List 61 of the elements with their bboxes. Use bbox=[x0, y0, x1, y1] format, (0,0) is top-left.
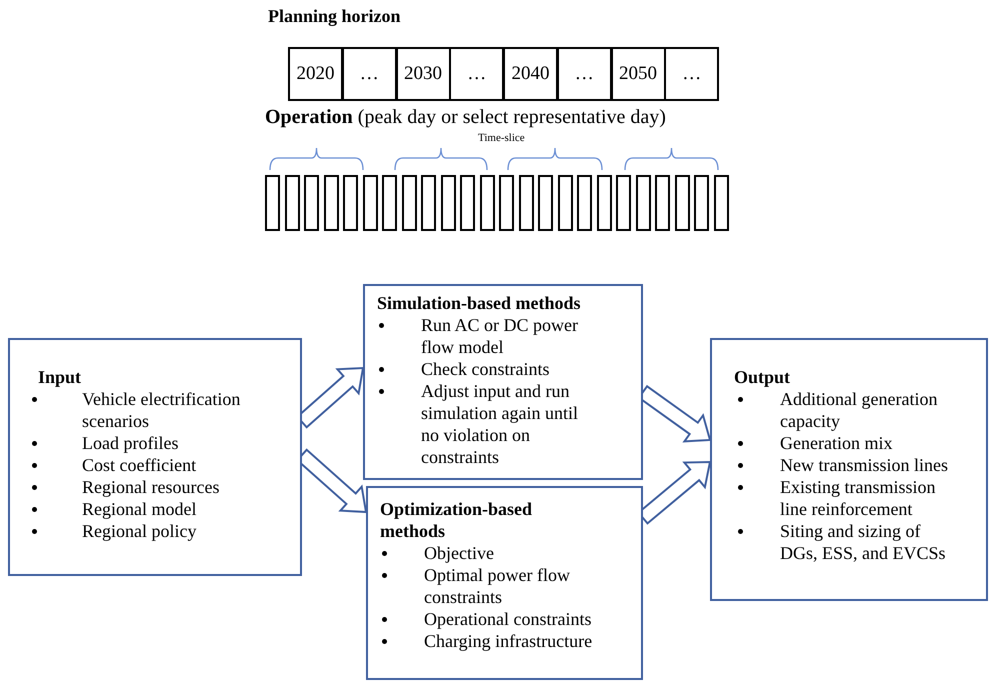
time-slice-box bbox=[421, 175, 436, 231]
bullet-item: Load profiles bbox=[82, 432, 282, 454]
time-slice-box bbox=[324, 175, 338, 231]
year-cell: 2020 bbox=[288, 47, 343, 101]
time-slice-box bbox=[538, 175, 553, 231]
box-heading: Output bbox=[734, 366, 792, 388]
time-slice-box bbox=[343, 175, 358, 231]
bullet-item: Check constraints bbox=[421, 358, 589, 380]
time-slice-box bbox=[402, 175, 416, 231]
year-cell: … bbox=[342, 47, 397, 101]
bullet-item: Cost coefficient bbox=[82, 454, 282, 476]
bullet-item: New transmission lines bbox=[780, 454, 962, 476]
bullet-item: Objective bbox=[424, 542, 604, 564]
year-cell: … bbox=[556, 47, 612, 101]
time-slice-box bbox=[655, 175, 670, 231]
time-slice-box bbox=[265, 175, 280, 231]
output-panel bbox=[710, 338, 988, 601]
time-slice-box bbox=[636, 175, 650, 231]
time-slice-box bbox=[596, 175, 612, 231]
optimization-panel bbox=[366, 486, 643, 680]
bullet-item: Regional resources bbox=[82, 476, 282, 498]
bullet-item: Regional policy bbox=[82, 520, 282, 542]
box-heading: Input bbox=[38, 366, 82, 388]
simulation-panel bbox=[363, 284, 643, 480]
year-cell: 2050 bbox=[610, 47, 666, 101]
bullet-item: Existing transmission line reinforcement bbox=[780, 476, 962, 520]
bullet-item: Generation mix bbox=[780, 432, 962, 454]
bullet-item: Additional generation capacity bbox=[780, 388, 962, 432]
bullet-item: Vehicle electrification scenarios bbox=[82, 388, 282, 432]
box-heading: Simulation-based methods bbox=[377, 292, 582, 314]
section-heading: Planning horizon bbox=[268, 6, 401, 27]
bullet-item: Adjust input and run simulation again until no violation on constraints bbox=[421, 380, 589, 468]
year-cell: … bbox=[664, 47, 720, 101]
time-slice-box bbox=[518, 175, 534, 231]
time-slice-box bbox=[558, 175, 572, 231]
bullet-item: Siting and sizing of DGs, ESS, and EVCSs bbox=[780, 520, 962, 564]
year-cell: … bbox=[449, 47, 504, 101]
bullet-item: Run AC or DC power flow model bbox=[421, 314, 589, 358]
time-slice-box bbox=[714, 175, 728, 231]
annotation-label: Time-slice bbox=[478, 132, 525, 144]
bullet-item: Optimal power flow constraints bbox=[424, 564, 604, 608]
time-slice-box bbox=[440, 175, 456, 231]
time-slice-box bbox=[577, 175, 592, 231]
time-slice-box bbox=[499, 175, 514, 231]
year-cell: 2040 bbox=[503, 47, 558, 101]
bullet-item: Regional model bbox=[82, 498, 282, 520]
year-cell: 2030 bbox=[396, 47, 450, 101]
time-slice-box bbox=[616, 175, 631, 231]
time-slice-box bbox=[362, 175, 378, 231]
time-slice-box bbox=[284, 175, 300, 231]
box-heading: Optimization-based methods bbox=[380, 498, 534, 542]
input-panel bbox=[8, 338, 302, 576]
time-slice-box bbox=[304, 175, 319, 231]
time-slice-box bbox=[674, 175, 690, 231]
bullet-item: Charging infrastructure bbox=[424, 630, 604, 652]
time-slice-box bbox=[694, 175, 709, 231]
time-slice-box bbox=[382, 175, 397, 231]
bullet-item: Operational constraints bbox=[424, 608, 604, 630]
time-slice-box bbox=[480, 175, 494, 231]
section-heading: Operation (peak day or select representative day) bbox=[265, 106, 666, 129]
time-slice-box bbox=[460, 175, 475, 231]
